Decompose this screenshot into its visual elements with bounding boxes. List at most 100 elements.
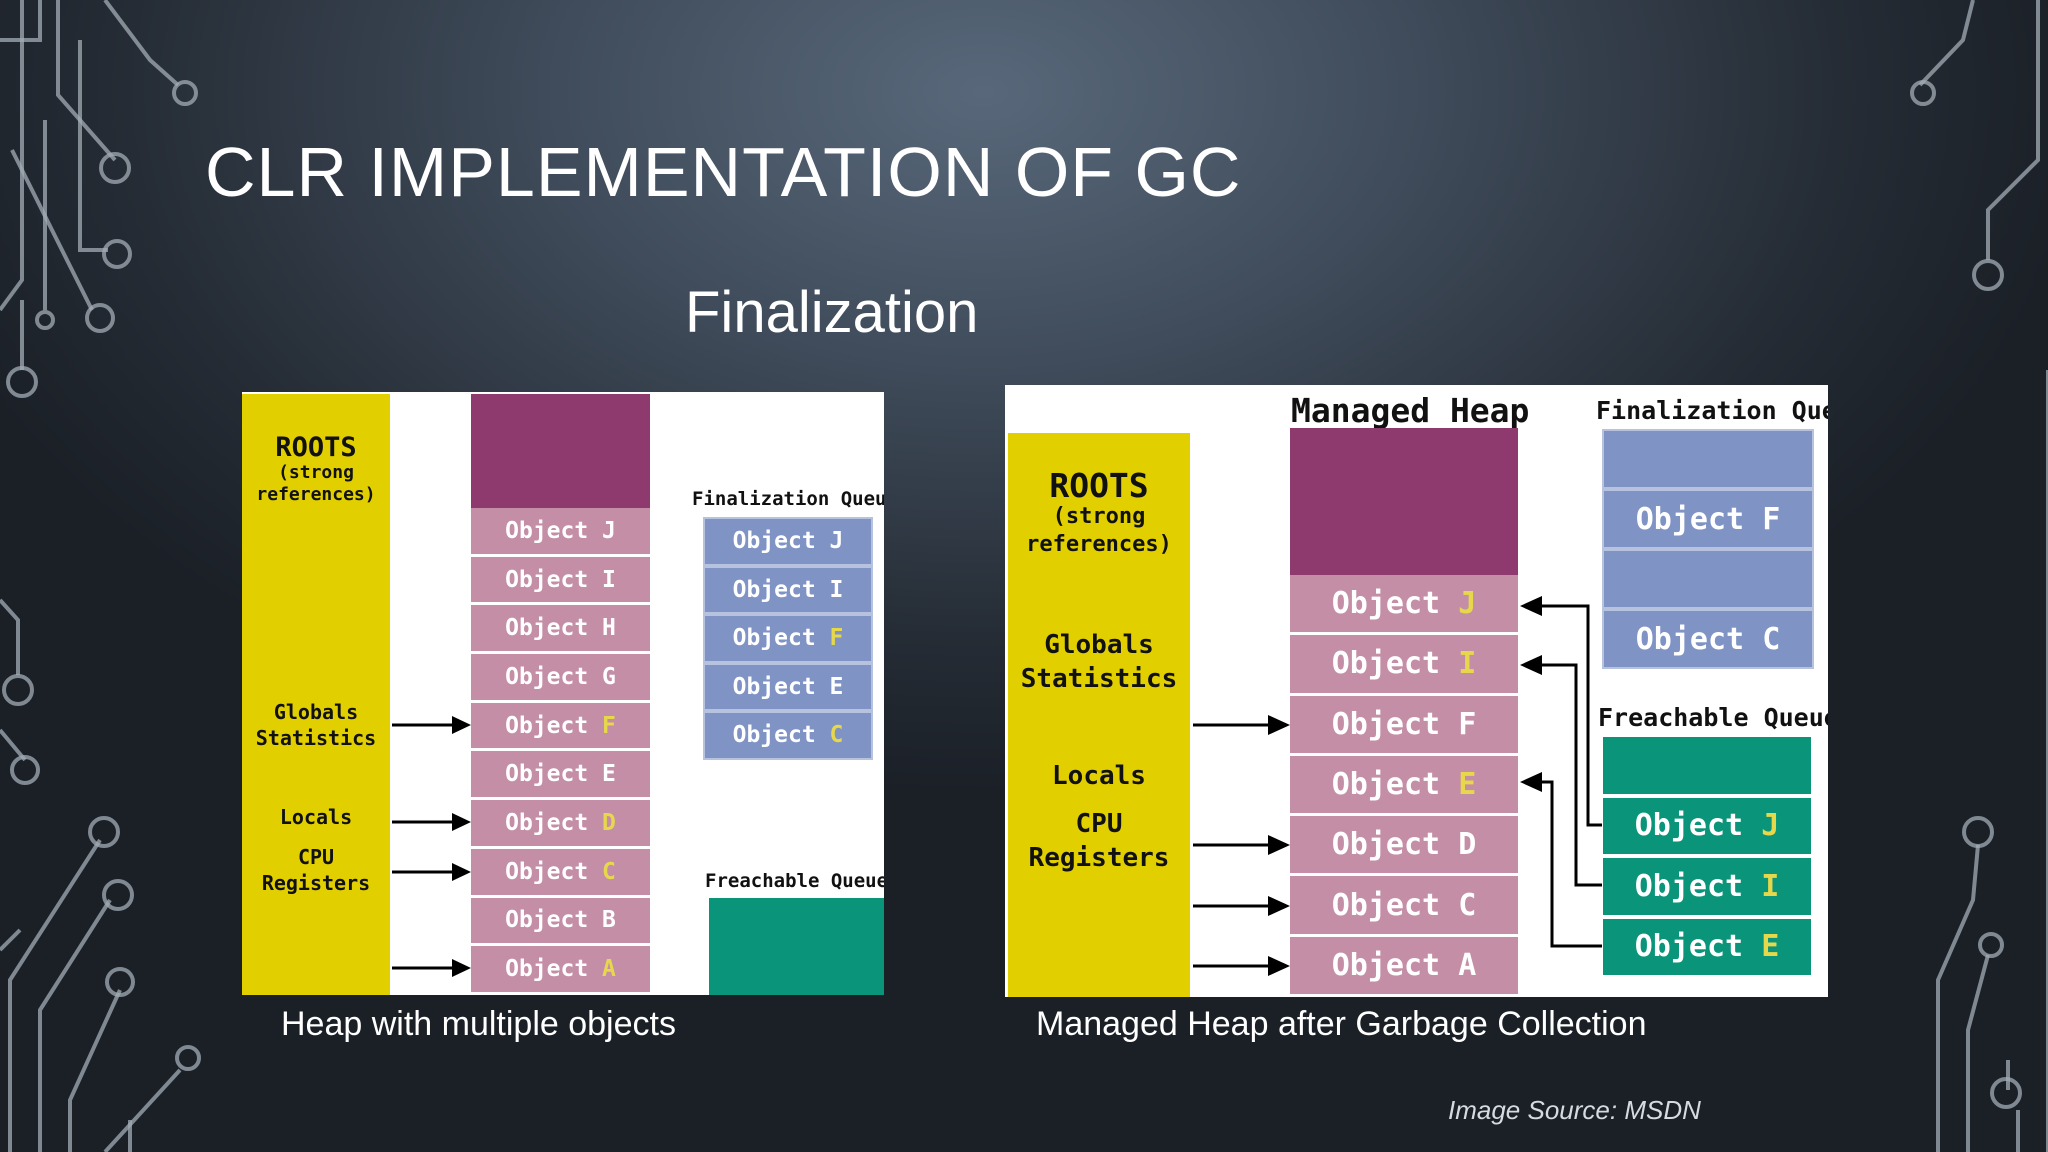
- object-letter: I: [1458, 646, 1477, 682]
- heap-object-a: Object A: [471, 946, 650, 995]
- heap-object-h: Object H: [471, 605, 650, 655]
- finalization-queue-title: Finalization Queue: [1596, 396, 1828, 425]
- object-letter: C: [1458, 887, 1477, 923]
- finalization-queue-object-f: Object F: [703, 614, 873, 663]
- object-letter: E: [602, 761, 616, 788]
- object-letter: F: [1458, 706, 1477, 742]
- roots-title: ROOTS: [1049, 466, 1149, 505]
- finalization-queue-object-c: Object C: [703, 711, 873, 760]
- finalization-queue-title: Finalization Queue: [692, 488, 884, 510]
- locals-label: Locals: [1052, 761, 1146, 791]
- object-label: Object: [505, 712, 603, 739]
- object-label: Object: [505, 517, 603, 544]
- globals-label: Globals: [273, 700, 359, 724]
- object-label: Object: [1331, 827, 1459, 863]
- arrow-globals-to-object-f: [392, 716, 471, 734]
- object-label: Object: [1635, 501, 1763, 537]
- heap-object-a: Object A: [1290, 936, 1518, 997]
- arrow-locals-to-object-d: [1193, 835, 1290, 855]
- heap-diagram-after-gc: ROOTS (strong references) Globals Statis…: [1005, 385, 1828, 997]
- circuit-decoration-left: [0, 0, 201, 1152]
- finalization-queue-object-f: Object F: [1602, 489, 1814, 549]
- object-letter: I: [602, 566, 616, 593]
- object-label: Object: [1331, 767, 1459, 803]
- heap-object-e: Object E: [471, 751, 650, 801]
- heap-free-space: [471, 394, 650, 508]
- registers-label: Registers: [1028, 843, 1170, 873]
- circuit-decoration-right: [1910, 0, 2048, 1152]
- object-letter: E: [829, 673, 844, 700]
- heap-object-b: Object B: [471, 897, 650, 947]
- freachable-queue-object-e: Object E: [1601, 916, 1813, 977]
- heap-object-f: Object F: [1290, 695, 1518, 756]
- finalization-queue-object-e: Object E: [703, 662, 873, 711]
- right-diagram-caption: Managed Heap after Garbage Collection: [1036, 1005, 1647, 1043]
- heap-object-g: Object G: [471, 654, 650, 703]
- heap-diagram-before: ROOTS (strong references) Globals Statis…: [242, 392, 884, 995]
- object-label: Object: [505, 615, 603, 642]
- object-letter: B: [602, 907, 616, 934]
- object-label: Object: [732, 673, 830, 700]
- freachable-queue-title: Freachable Queue: [705, 870, 884, 892]
- arrow-registers-to-object-a: [392, 959, 471, 977]
- roots-column: [1008, 433, 1190, 997]
- freachable-queue: [709, 898, 884, 995]
- freachable-queue-object-empty-0: [1601, 735, 1813, 796]
- object-letter: F: [1762, 501, 1781, 537]
- object-letter: D: [1458, 827, 1477, 863]
- heap-object-c: Object C: [1290, 876, 1518, 937]
- object-letter: C: [1762, 621, 1781, 657]
- object-label: Object: [1331, 887, 1459, 923]
- heap-object-i: Object I: [1290, 635, 1518, 696]
- object-label: Object: [1635, 621, 1763, 657]
- object-letter: C: [602, 858, 616, 885]
- object-label: Object: [1634, 868, 1762, 904]
- roots-subtitle-line2: references): [1026, 532, 1172, 557]
- object-letter: J: [1458, 586, 1477, 622]
- object-letter: J: [602, 517, 616, 544]
- roots-title: ROOTS: [275, 432, 357, 463]
- roots-subtitle-line1: (strong: [278, 462, 354, 483]
- arrow-freachable-i-to-object-i: [1520, 655, 1602, 887]
- object-label: Object: [1331, 586, 1459, 622]
- object-label: Object: [732, 576, 830, 603]
- roots-column: [242, 394, 390, 995]
- arrow-globals-to-object-f: [1193, 715, 1290, 735]
- finalization-queue-object-j: Object J: [703, 517, 873, 566]
- arrow-registers-to-object-a: [1193, 956, 1290, 976]
- object-letter: F: [602, 712, 616, 739]
- freachable-reference-arrows: [1520, 596, 1602, 948]
- arrow-freachable-j-to-object-j: [1520, 596, 1602, 827]
- globals-label: Globals: [1044, 630, 1154, 660]
- object-label: Object: [1634, 808, 1762, 844]
- object-label: Object: [1331, 706, 1459, 742]
- object-letter: I: [1761, 868, 1780, 904]
- heap-object-f: Object F: [471, 702, 650, 752]
- root-reference-arrows: [1193, 715, 1290, 976]
- object-label: Object: [1634, 929, 1762, 965]
- object-label: Object: [505, 907, 603, 934]
- object-letter: A: [602, 956, 616, 983]
- slide-title: CLR IMPLEMENTATION OF GC: [205, 133, 1242, 211]
- object-label: Object: [505, 956, 603, 983]
- image-source-credit: Image Source: MSDN: [1448, 1095, 1701, 1125]
- heap-free-space: [1290, 428, 1518, 575]
- arrow-locals-to-object-d: [392, 813, 471, 831]
- object-letter: A: [1458, 947, 1477, 983]
- object-label: Object: [732, 625, 830, 652]
- object-label: Object: [505, 809, 603, 836]
- freachable-queue-title: Freachable Queue: [1598, 703, 1828, 732]
- heap-object-d: Object D: [1290, 816, 1518, 877]
- finalization-queue-object-empty-2: [1602, 549, 1814, 609]
- object-letter: H: [602, 615, 616, 642]
- cpu-label: CPU: [297, 845, 335, 869]
- finalization-queue-object-c: Object C: [1602, 609, 1814, 669]
- heap-object-j: Object J: [471, 508, 650, 557]
- object-letter: J: [829, 528, 844, 555]
- slide-subtitle: Finalization: [685, 280, 979, 345]
